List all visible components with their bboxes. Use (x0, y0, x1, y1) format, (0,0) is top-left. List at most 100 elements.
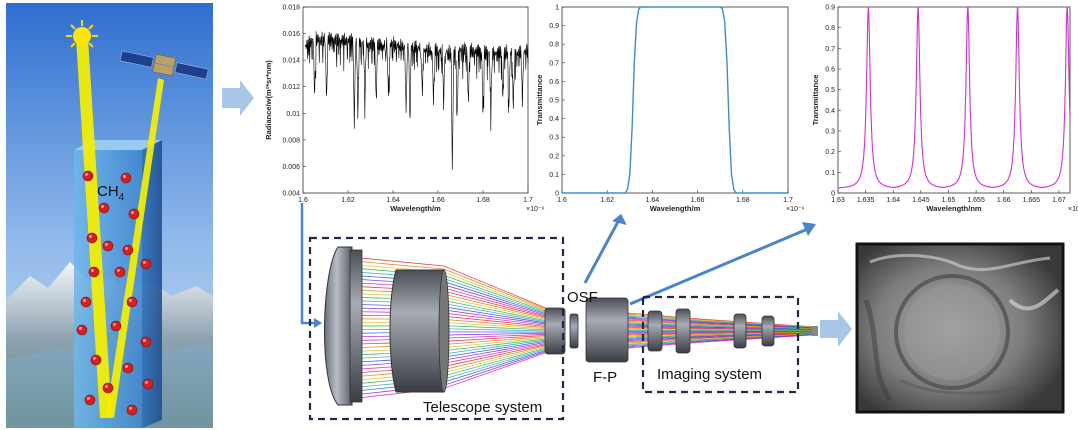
x-tick-label: 1.665 (1023, 197, 1041, 204)
x-tick-label: 1.67 (1052, 197, 1066, 204)
y-axis-label: Radiance/w(m²*sr*nm) (264, 60, 273, 140)
y-tick-label: 1 (555, 5, 559, 12)
molecule-highlight (85, 173, 88, 176)
connectors (300, 203, 816, 328)
x-tick-label: 1.64 (386, 197, 400, 204)
molecule-highlight (123, 175, 126, 178)
x-tick-label: 1.68 (476, 197, 490, 204)
y-tick-label: 0.5 (549, 98, 559, 105)
osf-element-1 (544, 307, 566, 355)
filter-series-line (562, 6, 788, 194)
sun-icon (66, 20, 98, 52)
y-axis-label: Transmittance (535, 75, 544, 126)
x-multiplier: ×10⁻⁶ (526, 206, 545, 213)
y-tick-label: 0.012 (282, 84, 300, 91)
ch4-molecule (82, 170, 94, 182)
molecule-highlight (105, 243, 108, 246)
x-multiplier: ×10⁻⁶ (786, 206, 805, 213)
imaging-lens-2 (675, 308, 691, 354)
ch4-molecule (126, 404, 138, 416)
connector-spectrum-to-telescope (300, 203, 316, 325)
x-tick-label: 1.66 (431, 197, 445, 204)
ch4-molecule (98, 202, 110, 214)
y-tick-label: 0.9 (825, 5, 835, 12)
prism-top (74, 140, 162, 150)
y-axis-label: Transmittance (811, 75, 820, 126)
prism-side (142, 140, 162, 428)
captured-image (855, 242, 1065, 414)
x-tick-label: 1.68 (736, 197, 750, 204)
reflected-beam (106, 78, 164, 418)
imaging-lens-3 (733, 313, 747, 349)
y-tick-label: 0.1 (825, 170, 835, 177)
ch4-label: CH4 (97, 183, 125, 203)
y-tick-label: 0.8 (549, 42, 559, 49)
x-tick-label: 1.66 (691, 197, 705, 204)
imaging-system-box (641, 295, 800, 394)
ch4-molecule (110, 320, 122, 332)
x-multiplier: ×10⁻⁶ (1068, 206, 1078, 213)
y-tick-label: 0.4 (549, 116, 559, 123)
y-tick-label: 0.4 (825, 108, 835, 115)
light-ray (339, 255, 549, 310)
molecule-highlight (113, 323, 116, 326)
plot-area (561, 6, 789, 194)
ch4-molecule (142, 378, 154, 390)
molecule-highlight (101, 205, 104, 208)
y-tick-label: 0.008 (282, 137, 300, 144)
molecule-highlight (143, 261, 146, 264)
molecule-highlight (129, 299, 132, 302)
detector (812, 326, 818, 336)
ch4-molecule (114, 266, 126, 278)
molecule-highlight (117, 269, 120, 272)
x-axis-label: Wavelength/m (390, 204, 441, 213)
x-tick-label: 1.6 (298, 197, 308, 204)
ch4-molecule (88, 266, 100, 278)
telescope-system-box (308, 236, 565, 421)
y-tick-label: 0.3 (825, 129, 835, 136)
y-tick-label: 0.016 (282, 31, 300, 38)
y-tick-label: 0.01 (286, 111, 300, 118)
y-tick-label: 0 (831, 191, 835, 198)
x-tick-label: 1.655 (967, 197, 985, 204)
osf-element-2 (569, 313, 579, 349)
optical-system: OSF F-P Telescope system Imaging system (308, 236, 818, 421)
sunlight-beam (76, 38, 112, 418)
y-tick-label: 0.014 (282, 58, 300, 65)
x-tick-label: 1.6 (557, 197, 567, 204)
ch4-molecule (122, 244, 134, 256)
telescope-secondary-lens (389, 269, 445, 393)
telescope-primary-lens (324, 246, 353, 406)
x-tick-label: 1.64 (646, 197, 660, 204)
molecule-highlight (89, 235, 92, 238)
molecule-highlight (79, 327, 82, 330)
y-tick-label: 0.6 (825, 67, 835, 74)
ch4-molecule (126, 296, 138, 308)
x-tick-label: 1.65 (942, 197, 956, 204)
ch4-molecule (80, 296, 92, 308)
molecule-highlight (105, 385, 108, 388)
y-tick-label: 0.1 (549, 172, 559, 179)
x-tick-label: 1.63 (831, 197, 845, 204)
imaging-lens-4 (761, 315, 775, 347)
ch4-molecule (90, 354, 102, 366)
y-tick-label: 0.2 (549, 153, 559, 160)
molecule-highlight (93, 357, 96, 360)
light-ray (339, 259, 549, 311)
y-tick-label: 0.9 (549, 23, 559, 30)
molecule-highlight (131, 211, 134, 214)
x-tick-label: 1.62 (600, 197, 614, 204)
molecule-highlight (145, 381, 148, 384)
ch4-molecules (76, 170, 154, 416)
fp-label: F-P (593, 369, 617, 386)
x-tick-label: 1.64 (886, 197, 900, 204)
x-tick-label: 1.62 (341, 197, 355, 204)
atmosphere-scene: CH4 (6, 3, 213, 428)
ch4-molecule (102, 382, 114, 394)
y-tick-label: 0.006 (282, 164, 300, 171)
molecule-highlight (87, 397, 90, 400)
